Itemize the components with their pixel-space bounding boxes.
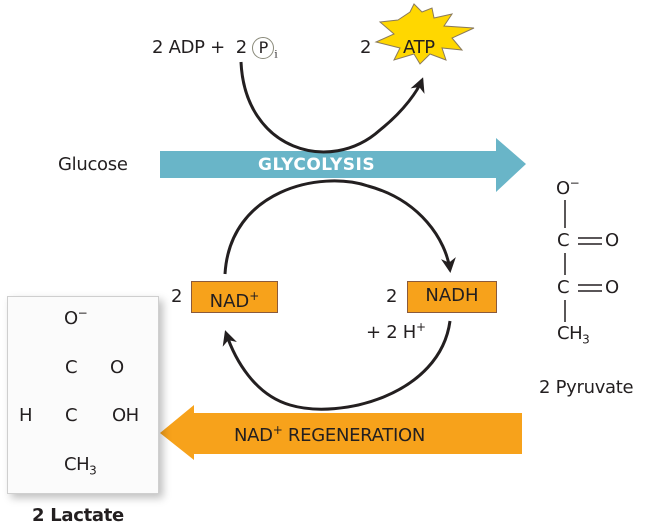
lactate-o: O bbox=[64, 308, 78, 329]
nadh-count: 2 bbox=[386, 286, 398, 307]
pyruvate-ch: CH bbox=[557, 323, 583, 344]
protons-sup: + bbox=[416, 320, 426, 334]
reduction-arc-arrow bbox=[223, 179, 456, 275]
glycolysis-label: GLYCOLYSIS bbox=[258, 155, 376, 175]
regeneration-sup: + bbox=[272, 423, 283, 437]
pyruvate-o2: O bbox=[605, 277, 619, 298]
pyruvate-minus: − bbox=[569, 176, 580, 190]
nad-plus-count: 2 bbox=[171, 286, 183, 307]
regeneration-nad: NAD bbox=[234, 425, 273, 446]
lactate-minus: − bbox=[77, 306, 88, 320]
lactate-c2: C bbox=[65, 405, 78, 426]
adp-count: 2 bbox=[152, 37, 164, 58]
lactate-c1: C bbox=[65, 357, 78, 378]
atp-count: 2 bbox=[360, 37, 372, 58]
pyruvate-c2: C bbox=[557, 277, 570, 298]
glucose-label: Glucose bbox=[58, 154, 128, 175]
lactate-oh: OH bbox=[112, 405, 139, 426]
nadh-box: NADH bbox=[407, 281, 497, 313]
nad-plus-label: NAD bbox=[209, 291, 250, 312]
protons-label: + 2 H+ bbox=[366, 320, 426, 343]
regeneration-rest: REGENERATION bbox=[282, 425, 426, 446]
pyruvate-c1: C bbox=[557, 230, 570, 251]
lactate-h: H bbox=[19, 405, 33, 426]
atp-arc-arrow bbox=[239, 61, 425, 154]
nadh-label: NADH bbox=[425, 285, 479, 306]
protons-text: + 2 H bbox=[366, 322, 417, 343]
atp-burst-icon bbox=[374, 3, 475, 65]
nad-plus-box: NAD+ bbox=[191, 281, 278, 313]
phosphate-subscript: i bbox=[274, 49, 278, 61]
pyruvate-ch3: CH3 bbox=[557, 323, 590, 347]
glycolysis-arrow bbox=[160, 138, 526, 192]
phosphate-symbol: P bbox=[258, 38, 269, 57]
pyruvate-sub3: 3 bbox=[582, 332, 590, 347]
lactate-sub3: 3 bbox=[89, 463, 97, 478]
lactate-o1: O bbox=[110, 357, 124, 378]
oxidation-arc-arrow bbox=[222, 320, 452, 411]
lactate-o-minus: O− bbox=[64, 306, 88, 329]
regeneration-arrow bbox=[160, 405, 522, 460]
atp-label: ATP bbox=[403, 37, 435, 58]
pyruvate-o1: O bbox=[605, 230, 619, 251]
lactate-structure-box bbox=[7, 296, 159, 494]
lactate-ch: CH bbox=[64, 454, 90, 475]
pyruvate-bonds bbox=[564, 200, 602, 322]
pyruvate-o-minus: O− bbox=[556, 176, 580, 199]
nad-plus-sup: + bbox=[249, 289, 260, 303]
lactate-ch3: CH3 bbox=[64, 454, 97, 478]
pyruvate-o: O bbox=[556, 178, 570, 199]
pyruvate-name: 2 Pyruvate bbox=[539, 377, 634, 398]
lactate-name: 2 Lactate bbox=[32, 505, 124, 526]
plus-sign: + bbox=[210, 37, 225, 58]
phosphate-icon: P bbox=[252, 37, 275, 59]
regeneration-label: NAD+ REGENERATION bbox=[234, 423, 425, 446]
adp-label: ADP bbox=[168, 37, 205, 58]
pi-count: 2 bbox=[235, 37, 247, 58]
